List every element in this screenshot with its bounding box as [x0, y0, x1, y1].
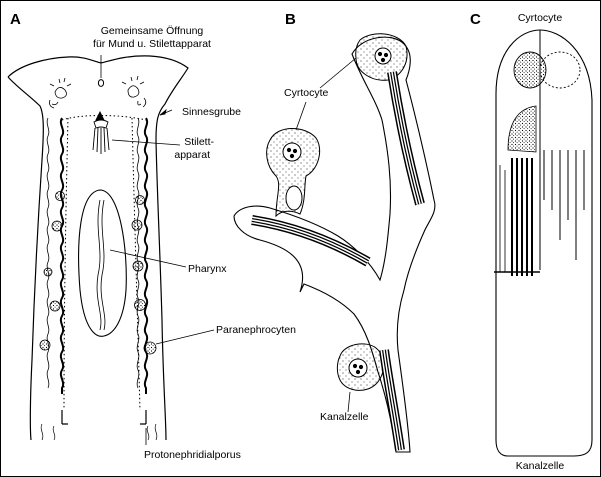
panel-c-letter: C — [470, 11, 481, 28]
label-stylet-line2: apparat — [174, 149, 210, 161]
label-canal-cell-b: Kanalzelle — [320, 411, 369, 423]
canal-cell — [337, 344, 383, 391]
label-pore: Protonephridialporus — [144, 449, 241, 461]
label-cyrtocyte-c: Cyrtocyte — [518, 12, 563, 24]
label-opening-line1: Gemeinsame Öffnung — [101, 25, 204, 37]
cyrtocyte-upper — [356, 34, 407, 81]
label-sense-pit: Sinnesgrube — [182, 106, 241, 118]
label-paranephrocytes: Paranephrocyten — [216, 324, 296, 336]
label-opening-line2: für Mund u. Stilettapparat — [93, 38, 211, 50]
label-stylet-line1: Stilett- — [184, 136, 214, 148]
panel-a-letter: A — [10, 11, 21, 28]
panel-b-letter: B — [285, 11, 296, 28]
label-canal-cell-c: Kanalzelle — [516, 460, 565, 472]
label-pharynx: Pharynx — [188, 263, 227, 275]
label-cyrtocyte-b: Cyrtocyte — [284, 87, 329, 99]
